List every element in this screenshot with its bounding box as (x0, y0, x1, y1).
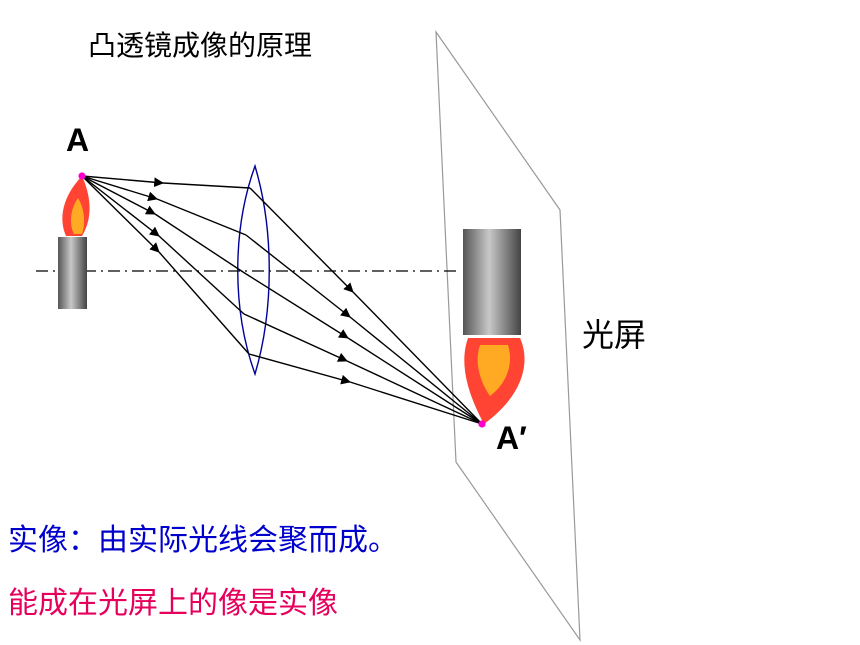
incident-ray-arrow (81, 175, 160, 237)
incident-ray-arrow (81, 175, 156, 215)
object-flame-core (70, 198, 85, 234)
refracted-ray-arrow (245, 234, 351, 318)
refracted-ray-arrow (243, 313, 348, 362)
refracted-ray-arrow (249, 187, 354, 293)
object-point-label: A (66, 122, 90, 158)
object-candle (58, 237, 87, 309)
incident-ray (162, 182, 251, 189)
image-point (478, 420, 486, 428)
image-point-label: A′ (496, 420, 527, 456)
screen-label: 光屏 (582, 316, 647, 354)
convex-lens (237, 163, 270, 377)
image-candle (463, 229, 521, 335)
image-flame-core (477, 345, 510, 396)
light-screen (435, 29, 581, 643)
incident-rays (81, 175, 251, 355)
diagram-title: 凸透镜成像的原理 (88, 29, 313, 62)
incident-ray (158, 251, 250, 355)
refracted-rays (242, 187, 483, 425)
refracted-ray (349, 381, 483, 425)
incident-ray-arrow (81, 175, 160, 253)
incident-ray (154, 213, 244, 273)
incident-ray-arrow (81, 175, 164, 188)
refracted-ray (352, 291, 483, 425)
incident-ray-arrow (81, 175, 158, 202)
refracted-ray (347, 337, 483, 425)
refracted-ray (349, 316, 483, 425)
real-image-definition: 实像：由实际光线会聚而成。 (8, 523, 398, 558)
incident-ray (158, 235, 245, 315)
incident-ray (156, 198, 247, 236)
refracted-ray-arrow (248, 353, 351, 385)
real-image-conclusion: 能成在光屏上的像是实像 (8, 586, 338, 621)
refracted-ray (346, 360, 483, 425)
object-point (78, 172, 86, 180)
refracted-ray-arrow (242, 271, 349, 339)
